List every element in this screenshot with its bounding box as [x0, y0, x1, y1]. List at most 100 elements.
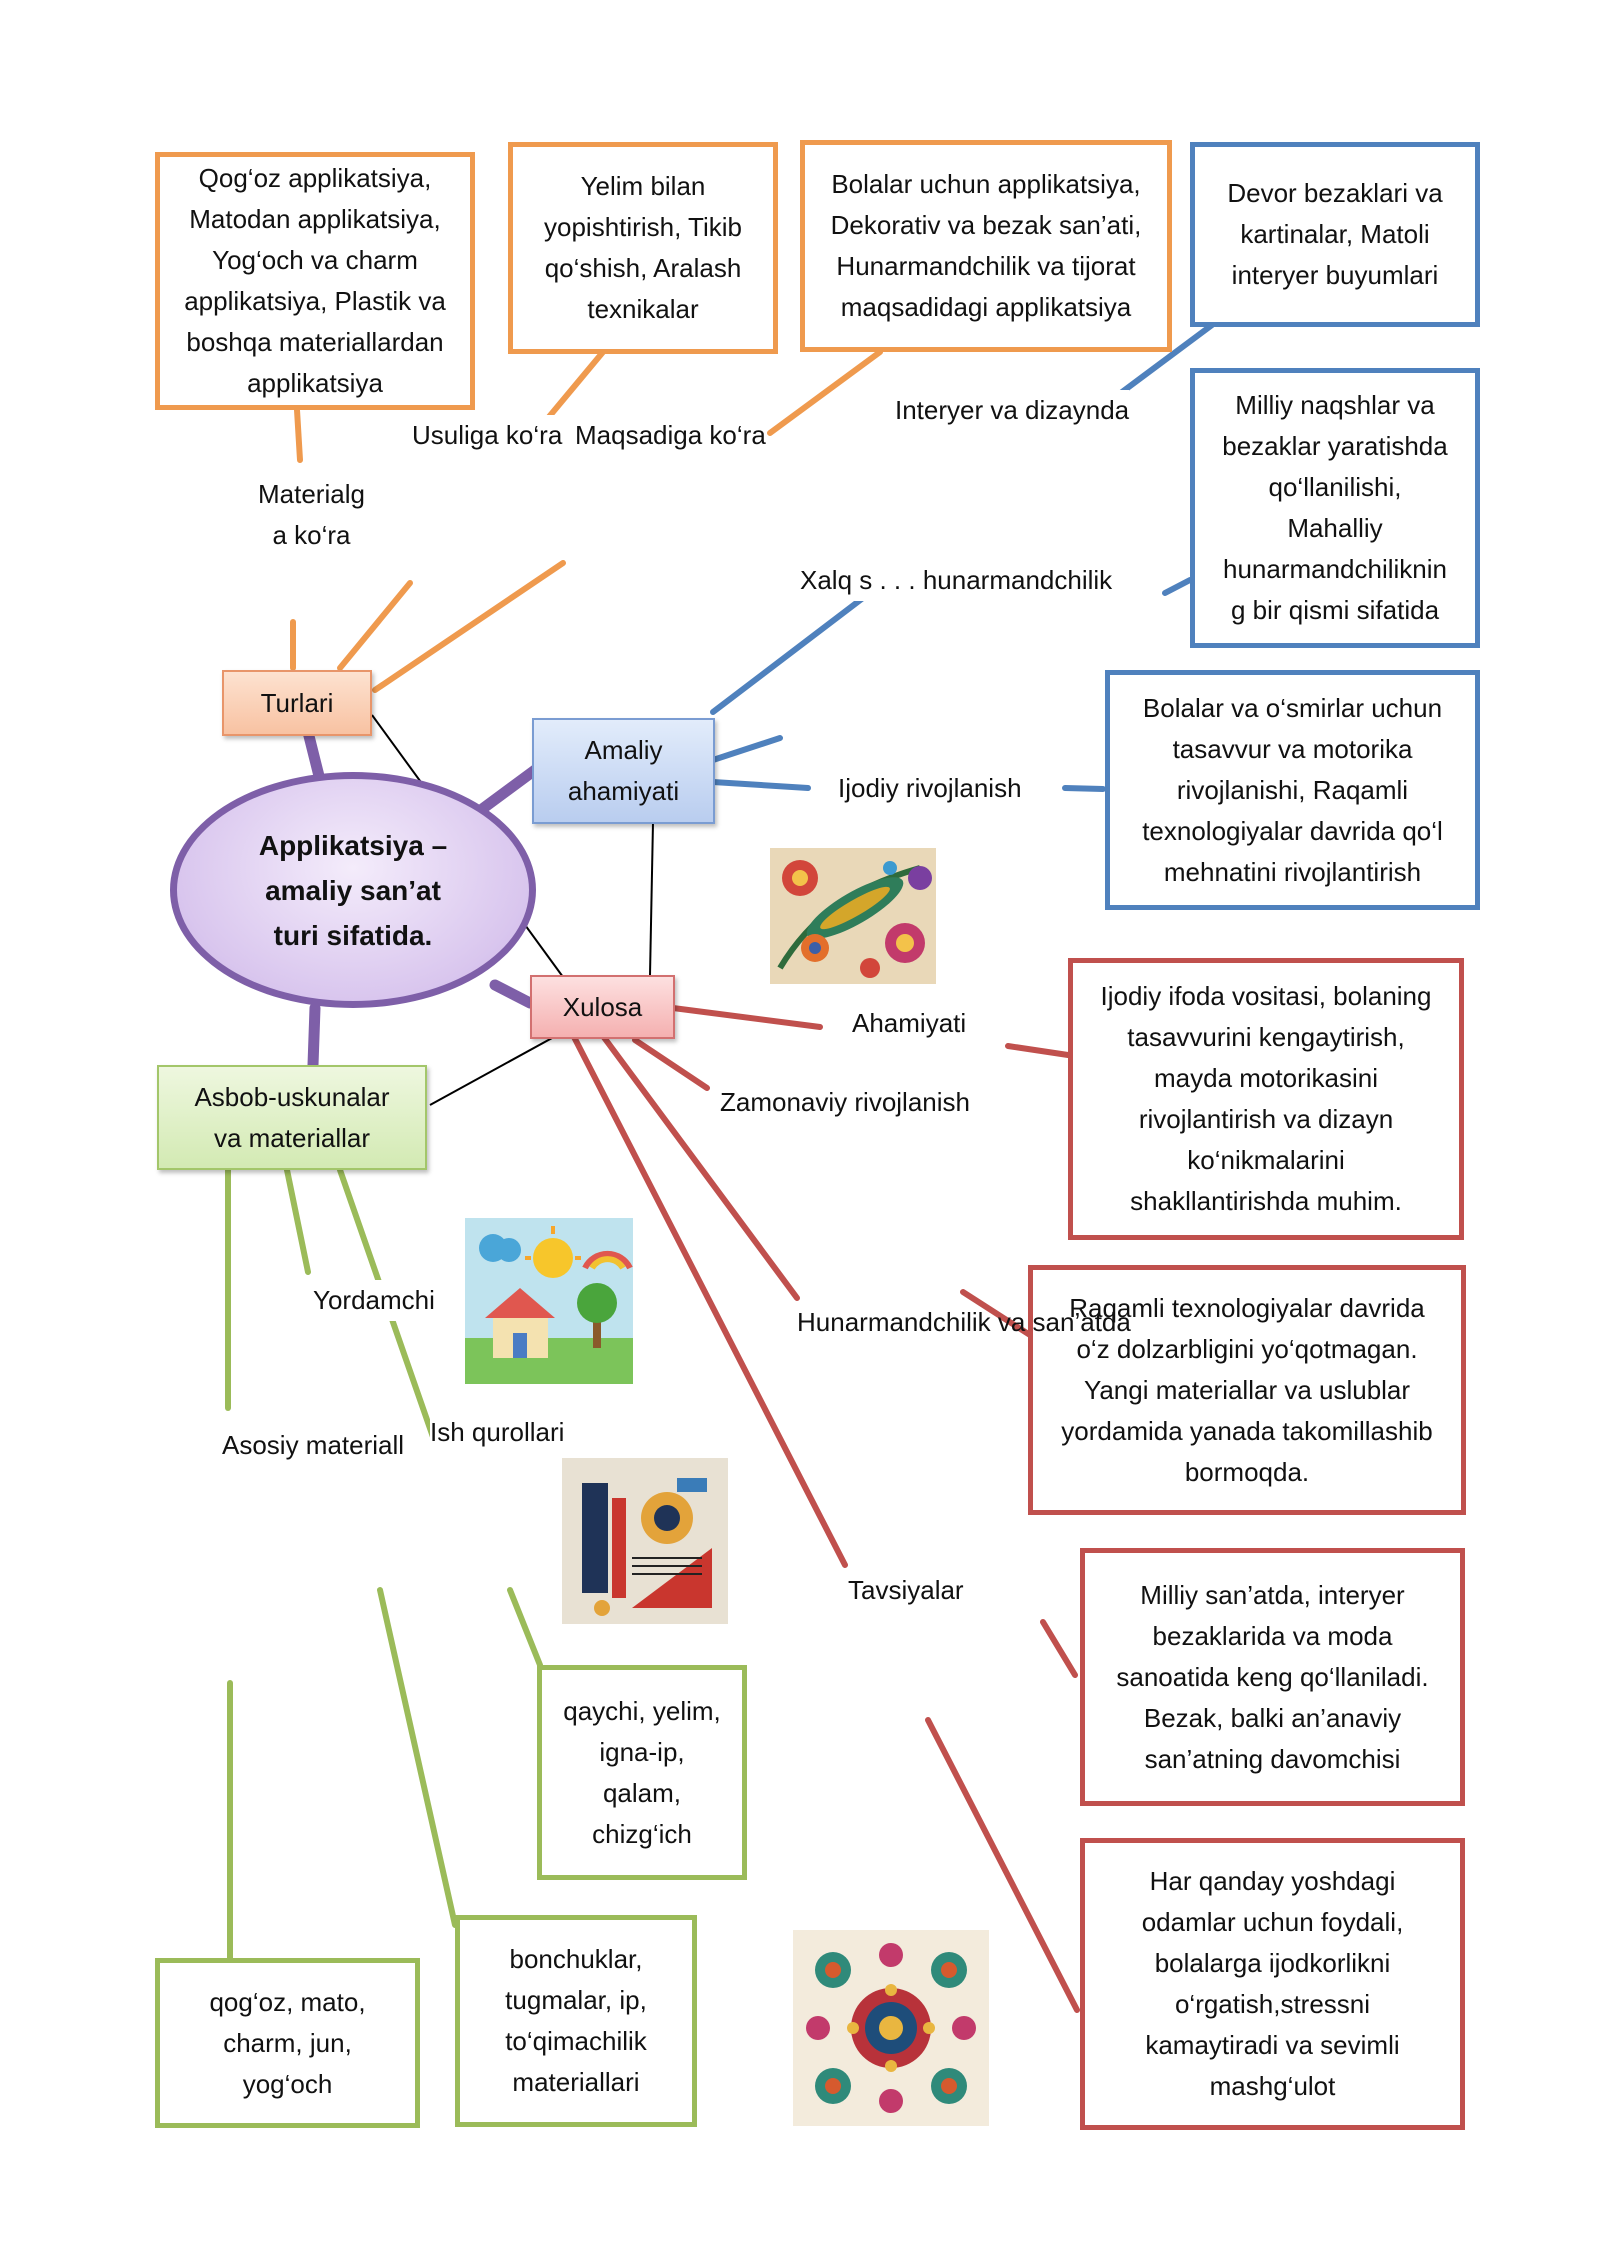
importance-box: Ijodiy ifoda vositasi, bolaning tasavvur…	[1068, 958, 1464, 1240]
box-line: bolalarga ijodkorlikni	[1154, 1948, 1391, 1978]
children-applique-image	[465, 1218, 633, 1384]
node-label: Asbob-uskunalar	[194, 1081, 390, 1112]
method-types-box: Yelim bilan yopishtirish, Tikib qo‘shish…	[508, 142, 778, 354]
box-line: applikatsiya, Plastik va	[184, 286, 446, 316]
box-line: qaychi, yelim,	[563, 1695, 721, 1726]
box-line: Hunarmandchilik va tijorat	[836, 251, 1136, 281]
box-line: Milliy naqshlar va	[1235, 390, 1435, 420]
label-by-material: Materialg a ko‘ra	[258, 474, 365, 556]
label-main-materials: Asosiy materiall	[222, 1425, 405, 1466]
box-line: bormoqda.	[1184, 1456, 1310, 1487]
node-tools-materials: Asbob-uskunalar va materiallar	[157, 1065, 427, 1170]
label-folk-crafts: Xalq s . . . hunarmandchilik	[800, 560, 1113, 601]
box-line: Bolalar va o‘smirlar uchun	[1142, 692, 1443, 723]
green-connector	[284, 1167, 311, 1275]
label-auxiliary: Yordamchi	[313, 1280, 435, 1321]
box-line: bezaklar yaratishda	[1222, 431, 1448, 461]
box-line: kamaytiradi va sevimli	[1145, 2030, 1400, 2060]
box-line: sanoatida keng qo‘llaniladi.	[1116, 1661, 1429, 1692]
box-line: rivojlantirish va dizayn	[1138, 1104, 1394, 1134]
central-line: Applikatsiya –	[258, 829, 448, 861]
box-line: applikatsiya	[247, 368, 383, 398]
box-line: Bezak, balki an’anaviy	[1143, 1702, 1402, 1733]
box-line: rivojlanishi, Raqamli	[1176, 774, 1409, 805]
central-topic: Applikatsiya – amaliy san’at turi sifati…	[170, 772, 536, 1008]
box-line: bezaklarida va moda	[1152, 1620, 1393, 1651]
box-line: yordamida yanada takomillashib	[1061, 1415, 1433, 1446]
box-line: materiallari	[512, 2067, 640, 2097]
box-line: o‘rgatish,stressni	[1174, 1989, 1371, 2019]
node-label: Turlari	[260, 687, 334, 718]
orange-connector	[294, 407, 303, 463]
box-line: qo‘llanilishi,	[1268, 472, 1402, 502]
red-connector	[570, 1032, 848, 1568]
label-by-method: Usuliga ko‘ra	[412, 415, 563, 456]
tools-box: qaychi, yelim, igna-ip, qalam, chizg‘ich	[537, 1665, 747, 1880]
box-line: maqsadidagi applikatsiya	[840, 292, 1132, 322]
label-creative-development: Ijodiy rivojlanish	[838, 768, 1022, 809]
box-line: bonchuklar,	[509, 1944, 643, 1974]
box-line: yog‘och	[242, 2068, 333, 2099]
label-interior-design: Interyer va dizaynda	[895, 390, 1130, 431]
blue-connector	[1115, 322, 1215, 398]
label-tools: Ish qurollari	[430, 1412, 565, 1453]
label-modern-development: Zamonaviy rivojlanish	[720, 1082, 970, 1123]
orange-connector	[767, 349, 883, 436]
box-line: Yog‘och va charm	[212, 245, 418, 275]
central-line: turi sifatida.	[273, 919, 433, 951]
folk-crafts-box: Milliy naqshlar va bezaklar yaratishda q…	[1190, 368, 1480, 648]
node-practical-importance: Amaliy ahamiyati	[532, 718, 715, 824]
box-line: igna-ip,	[599, 1736, 685, 1767]
purple-connector	[489, 979, 536, 1009]
box-line: interyer buyumlari	[1231, 260, 1439, 290]
box-line: kartinalar, Matoli	[1240, 219, 1430, 249]
modern-development-box: Raqamli texnologiyalar davrida o‘z dolza…	[1028, 1265, 1466, 1515]
box-line: qo‘shish, Aralash	[544, 253, 742, 283]
blue-connector	[1162, 577, 1193, 596]
purple-connector	[307, 1002, 321, 1071]
box-line: mayda motorikasini	[1154, 1063, 1378, 1093]
purpose-types-box: Bolalar uchun applikatsiya, Dekorativ va…	[800, 140, 1172, 352]
orange-connector	[545, 349, 606, 421]
label-line: a ko‘ra	[272, 520, 351, 550]
box-line: Dekorativ va bezak san’ati,	[830, 210, 1142, 240]
material-types-box: Qog‘oz applikatsiya, Matodan applikatsiy…	[155, 152, 475, 410]
box-line: to‘qimachilik	[505, 2026, 647, 2056]
creative-development-box: Bolalar va o‘smirlar uchun tasavvur va m…	[1105, 670, 1480, 910]
box-line: hunarmandchiliknin	[1222, 554, 1448, 584]
blue-connector	[710, 735, 783, 763]
box-line: Yangi materiallar va uslublar	[1083, 1374, 1411, 1405]
box-line: shakllantirishda muhim.	[1130, 1186, 1402, 1216]
floral-pattern-image	[770, 848, 936, 984]
label-importance: Ahamiyati	[852, 1003, 967, 1044]
node-conclusion: Xulosa	[530, 975, 675, 1039]
box-line: ko‘nikmalarini	[1187, 1145, 1345, 1175]
box-line: texnikalar	[587, 294, 699, 324]
red-connector	[597, 1029, 800, 1301]
node-label: Xulosa	[562, 991, 643, 1022]
box-line: Raqamli texnologiyalar davrida	[1069, 1292, 1425, 1323]
box-line: qog‘oz, mato,	[209, 1986, 366, 2017]
node-label: Amaliy	[584, 735, 663, 765]
box-line: san’atning davomchisi	[1144, 1743, 1401, 1774]
box-line: Qog‘oz applikatsiya,	[198, 163, 432, 193]
box-line: texnologiyalar davrida qo‘l	[1142, 815, 1443, 846]
black-connector	[649, 821, 654, 976]
auxiliary-materials-box: bonchuklar, tugmalar, ip, to‘qimachilik …	[455, 1915, 697, 2127]
red-connector	[1005, 1043, 1071, 1058]
orange-connector	[337, 580, 413, 671]
red-connector	[925, 1717, 1080, 2013]
box-line: odamlar uchun foydali,	[1141, 1907, 1404, 1937]
box-line: mehnatini rivojlantirish	[1163, 856, 1422, 887]
geometric-art-image	[562, 1458, 728, 1624]
central-line: amaliy san’at	[265, 874, 441, 906]
blue-connector	[710, 779, 811, 791]
folk-ornament-image	[793, 1930, 989, 2126]
main-materials-box: qog‘oz, mato, charm, jun, yog‘och	[155, 1958, 420, 2128]
green-connector	[507, 1587, 543, 1668]
node-label: ahamiyati	[567, 776, 680, 806]
box-line: tasavvur va motorika	[1172, 733, 1413, 764]
red-connector	[1040, 1619, 1078, 1678]
red-connector	[960, 1289, 1033, 1338]
box-line: Devor bezaklari va	[1227, 178, 1443, 208]
